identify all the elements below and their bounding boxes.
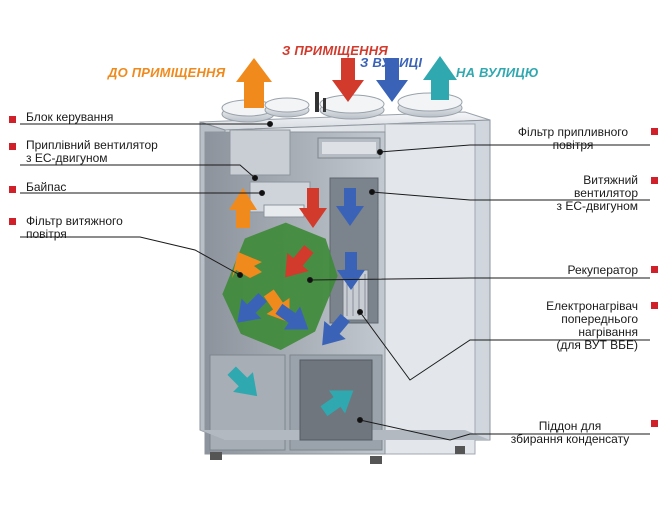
- airflow-arrows: [227, 56, 457, 417]
- label-condensate-tray: Піддон для збирання конденсату: [510, 419, 630, 446]
- marker-condensate-tray: [651, 420, 658, 427]
- marker-bypass: [9, 186, 16, 193]
- label-exhaust-fan: Витяжний вентилятор з ЕС-двигуном: [556, 173, 638, 213]
- flow-label-supply-in: ДО ПРИМІЩЕННЯ: [108, 65, 226, 80]
- arrow-supply-out: [236, 58, 272, 108]
- marker-recuperator: [651, 266, 658, 273]
- arrow-from-room: [332, 58, 364, 102]
- marker-exhaust-fan: [651, 177, 658, 184]
- label-bypass: Байпас: [26, 180, 67, 194]
- arrow-from-street: [376, 58, 408, 102]
- marker-preheater: [651, 302, 658, 309]
- label-recuperator: Рекуператор: [567, 263, 639, 277]
- label-control-unit: Блок керування: [26, 110, 114, 124]
- label-preheater: Електронагрівач попереднього нагрівання …: [546, 299, 638, 352]
- marker-exhaust-filter: [9, 218, 16, 225]
- flow-label-from-street: З ВУЛИЦІ: [360, 55, 423, 70]
- leader-lines: [20, 121, 650, 441]
- flow-label-to-street: НА ВУЛИЦЮ: [456, 65, 539, 80]
- flow-label-from-room: З ПРИМІЩЕННЯ: [282, 43, 388, 58]
- label-supply-fan: Приплівний вентилятор з ЕС-двигуном: [26, 138, 158, 165]
- arrow-exhaust-out: [423, 56, 457, 100]
- label-exhaust-filter: Фільтр витяжного повітря: [26, 214, 123, 241]
- marker-control-unit: [9, 116, 16, 123]
- internal-components: [229, 129, 381, 441]
- label-supply-filter: Фільтр припливного повітря: [517, 125, 629, 152]
- marker-supply-fan: [9, 143, 16, 150]
- marker-supply-filter: [651, 128, 658, 135]
